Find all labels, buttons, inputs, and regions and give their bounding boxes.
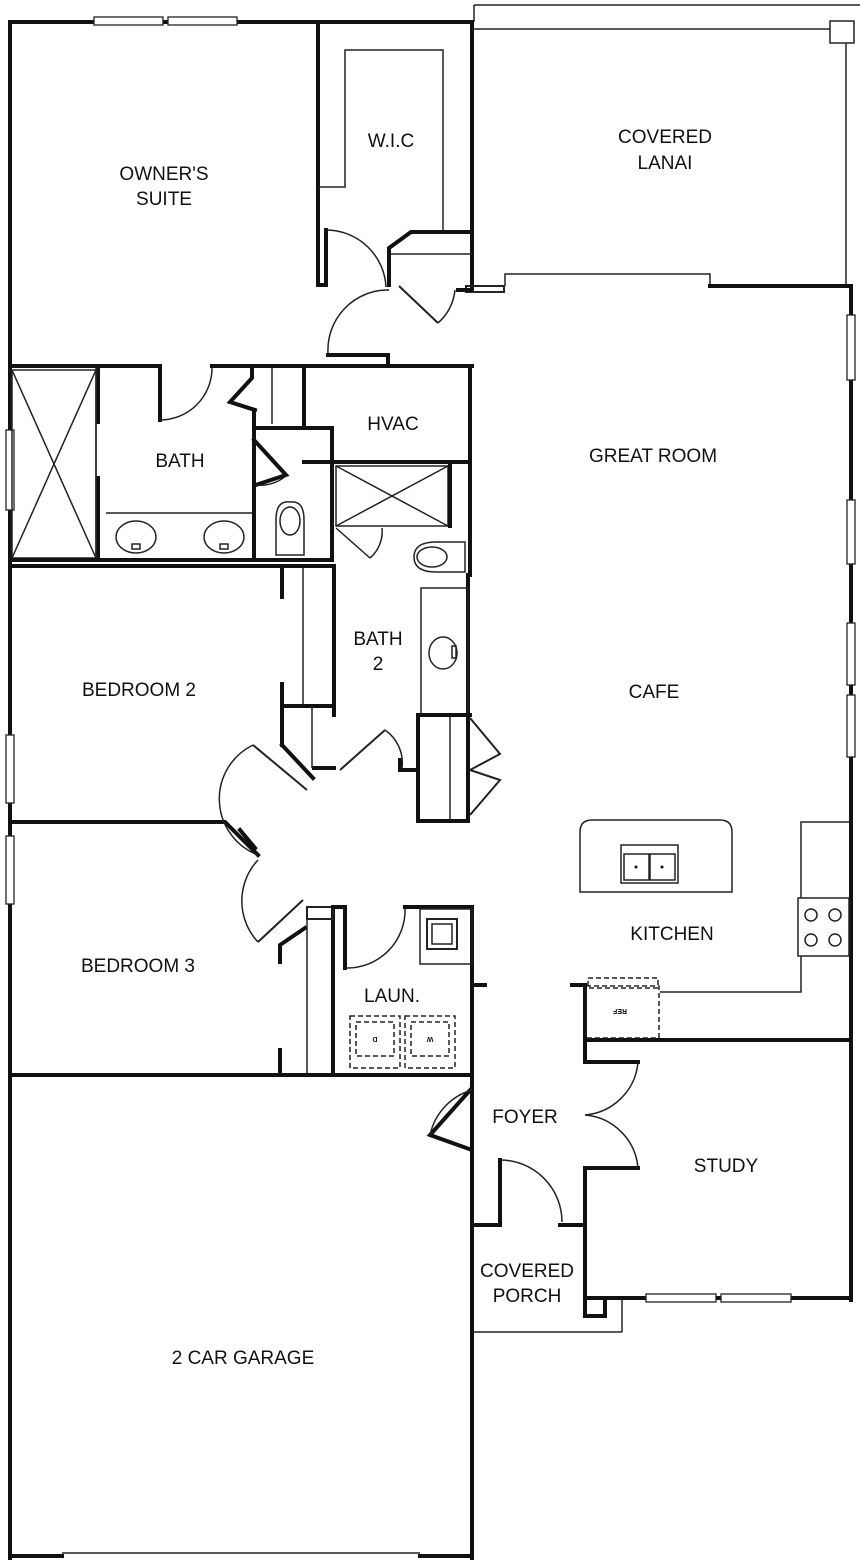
window-bath bbox=[5, 429, 15, 511]
cooktop-icon bbox=[797, 897, 850, 957]
room-label-laundry: LAUN. bbox=[364, 986, 420, 1007]
refrigerator-icon bbox=[585, 985, 660, 1039]
window-owners-top-1 bbox=[93, 16, 164, 26]
room-label-cafe: CAFE bbox=[629, 682, 680, 703]
interior-walls bbox=[8, 364, 853, 1333]
fixtures: REF D W bbox=[115, 501, 850, 1069]
kitchen-island bbox=[579, 819, 733, 893]
refrigerator-label: REF bbox=[612, 1007, 627, 1014]
covered-lanai-outline bbox=[465, 4, 860, 293]
room-label-covered-porch-1: COVERED bbox=[480, 1261, 574, 1282]
window-great-room-1 bbox=[846, 314, 856, 381]
windows bbox=[5, 16, 856, 1303]
linen-closet bbox=[416, 713, 470, 823]
room-labels: OWNER'S SUITE W.I.C COVERED LANAI BATH H… bbox=[81, 127, 759, 1369]
washer-icon bbox=[404, 1015, 456, 1069]
sink-icon bbox=[203, 520, 245, 554]
room-label-garage: 2 CAR GARAGE bbox=[172, 1348, 315, 1369]
room-label-covered-porch-2: PORCH bbox=[493, 1286, 562, 1307]
sink-icon bbox=[115, 520, 157, 554]
washer-label: W bbox=[426, 1035, 433, 1042]
room-label-covered-lanai-2: LANAI bbox=[638, 153, 693, 174]
kitchen-sink-icon bbox=[620, 844, 679, 884]
exterior-walls bbox=[8, 20, 853, 1560]
room-label-bath2-2: 2 bbox=[373, 654, 384, 675]
toilet-icon bbox=[275, 501, 305, 556]
window-study-2 bbox=[720, 1293, 792, 1303]
bath2-vanity bbox=[420, 587, 469, 715]
lanai-column bbox=[829, 20, 855, 44]
window-study-1 bbox=[645, 1293, 717, 1303]
room-label-foyer: FOYER bbox=[492, 1107, 557, 1128]
room-label-hvac: HVAC bbox=[367, 414, 418, 435]
room-label-great-room: GREAT ROOM bbox=[589, 446, 717, 467]
water-heater-cabinet bbox=[419, 908, 473, 965]
room-label-study: STUDY bbox=[694, 1156, 759, 1177]
room-label-bedroom3: BEDROOM 3 bbox=[81, 956, 195, 977]
porch-column bbox=[583, 1296, 607, 1318]
room-label-owners-suite-1: OWNER'S bbox=[119, 164, 208, 185]
window-cafe-1 bbox=[846, 622, 856, 686]
room-label-bath: BATH bbox=[155, 451, 204, 472]
window-bedroom3 bbox=[5, 835, 15, 905]
room-label-covered-lanai-1: COVERED bbox=[618, 127, 712, 148]
dryer-icon bbox=[349, 1015, 401, 1069]
window-great-room-2 bbox=[846, 499, 856, 565]
window-owners-top-2 bbox=[167, 16, 238, 26]
wic-walls bbox=[316, 20, 474, 368]
room-label-kitchen: KITCHEN bbox=[630, 924, 713, 945]
room-label-bath2-1: BATH bbox=[353, 629, 402, 650]
water-heater-icon bbox=[426, 918, 458, 950]
sink-icon bbox=[428, 636, 458, 670]
room-label-wic: W.I.C bbox=[368, 131, 414, 152]
window-cafe-2 bbox=[846, 694, 856, 758]
toilet-icon bbox=[413, 541, 466, 573]
window-bedroom2 bbox=[5, 734, 15, 804]
room-label-owners-suite-2: SUITE bbox=[136, 189, 192, 210]
room-label-bedroom2: BEDROOM 2 bbox=[82, 680, 196, 701]
dryer-label: D bbox=[372, 1035, 377, 1042]
